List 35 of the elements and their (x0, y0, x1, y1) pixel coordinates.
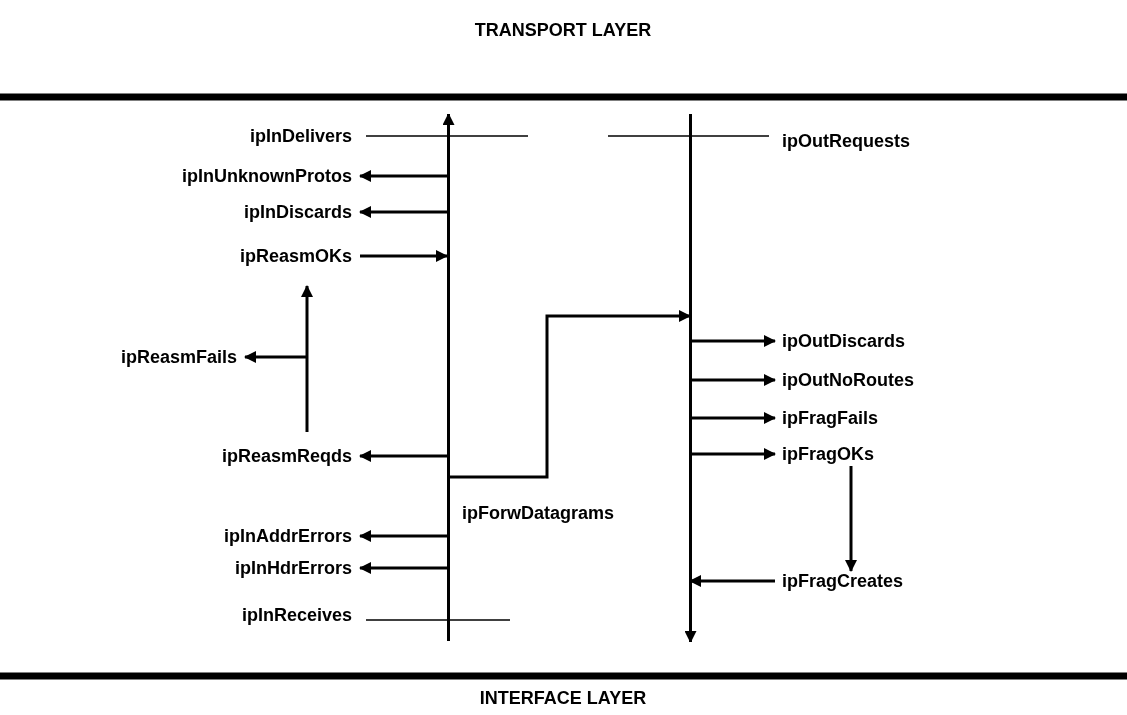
arrow (244, 351, 307, 363)
arrow (359, 206, 448, 218)
counter-name: ipInDelivers (249, 125, 352, 147)
layer-title: INTERFACE LAYER (479, 687, 647, 709)
flow-arrow (442, 114, 455, 641)
counter-name: ipFragCreates (775, 569, 975, 593)
arrow (448, 310, 691, 479)
counter-name: ipOutRequests (782, 130, 910, 152)
arrow (690, 374, 776, 386)
arrow (690, 412, 776, 424)
arrow (359, 450, 448, 462)
arrow (689, 575, 775, 587)
counter-name: ipFragOKs (775, 442, 975, 466)
counter-name: ipInAddrErrors (120, 524, 360, 548)
counter-name: ipInReceives (241, 604, 352, 626)
arrow (359, 562, 448, 574)
flow-arrow (684, 114, 697, 642)
counter-name: ipOutDiscards (775, 329, 975, 353)
arrow (690, 335, 776, 347)
arrow (301, 285, 313, 432)
counter-name: ipReasmOKs (120, 244, 360, 268)
arrow (359, 170, 448, 182)
counter-name: ipReasmReqds (120, 444, 360, 468)
counter-name: ipFragFails (775, 406, 975, 430)
arrow (845, 466, 857, 572)
counter-name: ipOutNoRoutes (775, 368, 975, 392)
layer-title: TRANSPORT LAYER (474, 19, 652, 41)
arrow (360, 250, 448, 262)
counter-name: ipInHdrErrors (120, 556, 360, 580)
counter-name: ipInDiscards (120, 200, 360, 224)
arrow (359, 530, 448, 542)
counter-name: ipInUnknownProtos (120, 164, 360, 188)
arrow (690, 448, 776, 460)
edge-label: ipForwDatagrams (462, 502, 615, 524)
counter-name: ipReasmFails (30, 345, 245, 369)
